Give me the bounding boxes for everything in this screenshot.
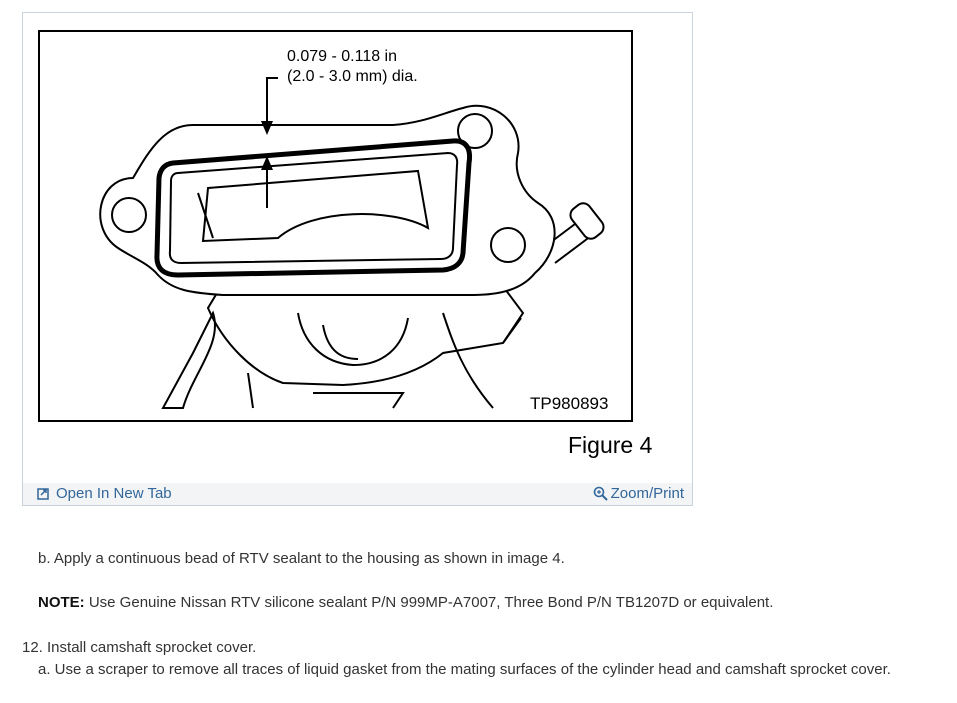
step-12-text: 12. Install camshaft sprocket cover.	[22, 639, 257, 656]
dimension-line-1: 0.079 - 0.118 in	[287, 48, 397, 65]
external-link-icon	[37, 487, 50, 500]
open-new-tab-link[interactable]: Open In New Tab	[37, 485, 172, 502]
note-paragraph: NOTE: Use Genuine Nissan RTV silicone se…	[38, 594, 773, 611]
zoom-print-label: Zoom/Print	[610, 485, 684, 502]
zoom-print-link[interactable]: Zoom/Print	[593, 485, 684, 502]
dimension-line-2: (2.0 - 3.0 mm) dia.	[287, 68, 418, 85]
open-new-tab-label: Open In New Tab	[56, 485, 172, 502]
figure-caption: Figure 4	[568, 432, 653, 458]
gasket-diagram: 0.079 - 0.118 in (2.0 - 3.0 mm) dia. TP9…	[38, 30, 653, 458]
step-b-text: b. Apply a continuous bead of RTV sealan…	[38, 550, 565, 567]
figure-toolbar: Open In New Tab Zoom/Print	[23, 483, 692, 505]
figure-container: 0.079 - 0.118 in (2.0 - 3.0 mm) dia. TP9…	[22, 12, 693, 506]
note-label: NOTE:	[38, 594, 85, 611]
part-code: TP980893	[530, 394, 608, 413]
magnifier-icon	[593, 486, 609, 502]
step-12a-text: a. Use a scraper to remove all traces of…	[38, 661, 891, 678]
note-text: Use Genuine Nissan RTV silicone sealant …	[84, 594, 774, 611]
